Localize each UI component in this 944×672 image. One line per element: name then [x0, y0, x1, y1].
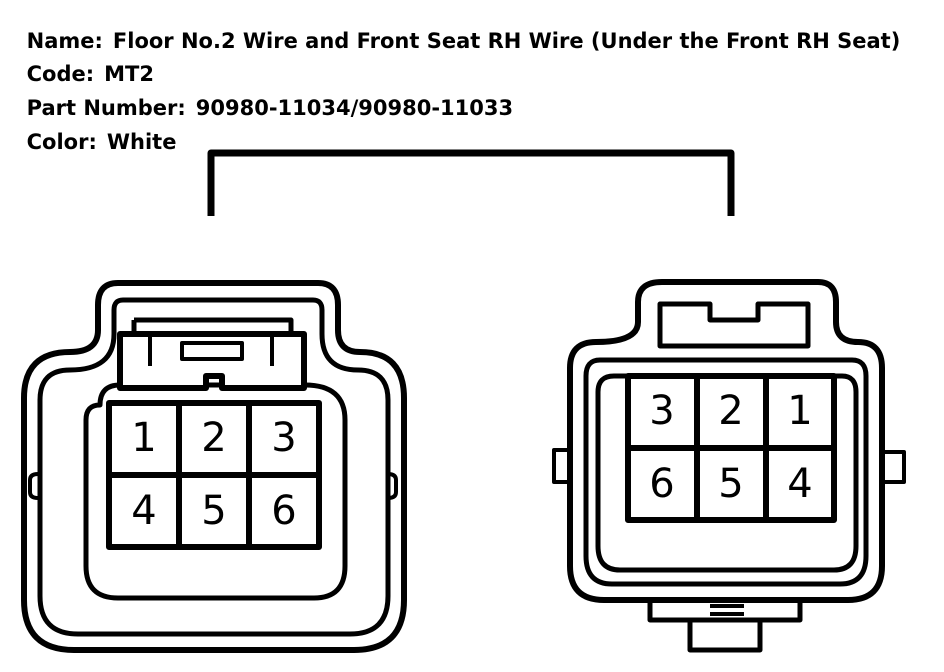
right-connector-body — [552, 279, 906, 653]
left-pin-label: 1 — [131, 415, 156, 461]
right-pin-label: 6 — [649, 461, 674, 507]
left-pin-label: 4 — [131, 488, 156, 534]
right-pin-label: 5 — [718, 461, 743, 507]
part-number-label: Part Number: — [26, 96, 186, 120]
name-value: Floor No.2 Wire and Front Seat RH Wire (… — [112, 29, 901, 53]
left-pin-label: 2 — [201, 415, 226, 461]
part-number-value: 90980-11034/90980-11033 — [195, 96, 514, 120]
code-label: Code: — [26, 62, 95, 86]
left-pin-label: 3 — [271, 415, 296, 461]
left-connector-body — [21, 280, 407, 653]
name-label: Name: — [26, 29, 103, 53]
right-pin-label: 3 — [649, 388, 674, 434]
color-label: Color: — [26, 130, 97, 154]
left-pin-label: 5 — [201, 488, 226, 534]
name-row: Name: Floor No.2 Wire and Front Seat RH W… — [12, 10, 901, 53]
color-row: Color: White — [12, 111, 177, 154]
right-pin-label: 1 — [787, 388, 812, 434]
connection-bracket — [207, 149, 735, 216]
color-value: White — [106, 130, 177, 154]
right-pin-label: 4 — [787, 461, 812, 507]
right-pin-label: 2 — [718, 388, 743, 434]
part-number-row: Part Number: 90980-11034/90980-11033 — [12, 77, 513, 119]
left-pin-label: 6 — [271, 488, 296, 534]
code-value: MT2 — [104, 62, 154, 86]
code-row: Code: MT2 — [12, 43, 154, 85]
